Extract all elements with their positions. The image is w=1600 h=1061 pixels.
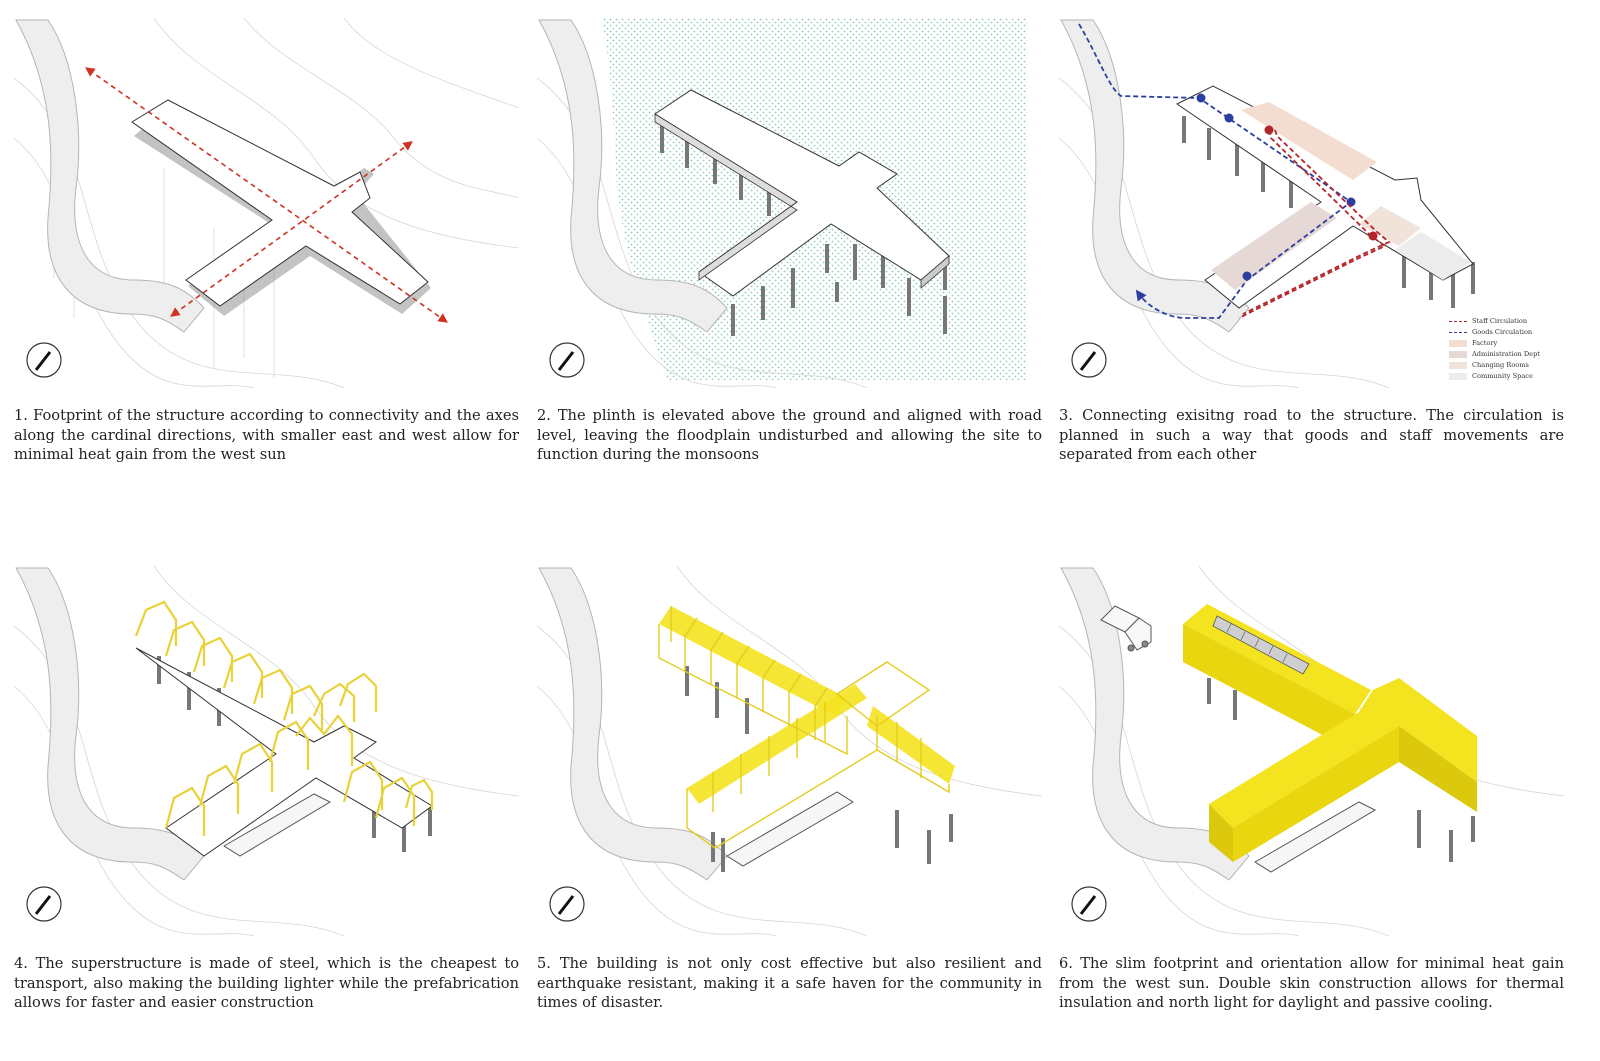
legend-changing-rooms: Changing Rooms xyxy=(1449,360,1540,371)
resilient-structure-diagram xyxy=(537,566,1042,936)
north-arrow xyxy=(549,886,585,922)
cardinal-axes xyxy=(85,67,448,323)
panel-5-figure xyxy=(537,566,1042,936)
contour-lines xyxy=(14,566,519,936)
building-plan xyxy=(1176,85,1474,309)
legend-community-space: Community Space xyxy=(1449,371,1540,382)
steel-superstructure-diagram xyxy=(14,566,519,936)
changing-rooms-zone xyxy=(1359,206,1421,246)
north-arrow xyxy=(26,342,62,378)
staff-circulation xyxy=(1238,129,1391,319)
ramp xyxy=(223,793,332,857)
footprint-diagram xyxy=(14,18,519,388)
skylight-mullions xyxy=(1226,623,1288,663)
north-arrow xyxy=(1071,886,1107,922)
legend-factory: Factory xyxy=(1449,338,1540,349)
road xyxy=(15,19,205,333)
panel-6-figure xyxy=(1059,566,1564,936)
north-arrow xyxy=(26,886,62,922)
road xyxy=(538,19,728,333)
panel-3-figure: Staff Circulation Goods Circulation Fact… xyxy=(1059,18,1564,388)
panel-4-figure xyxy=(14,566,519,936)
panel-1-figure xyxy=(14,18,519,388)
panel-2-figure xyxy=(537,18,1042,388)
admin-zone xyxy=(1211,202,1337,290)
panel-2-caption: 2. The plinth is elevated above the grou… xyxy=(537,407,1042,463)
road xyxy=(1060,19,1250,333)
staff-nodes xyxy=(1264,125,1378,241)
elevated-plinth-diagram xyxy=(537,18,1027,388)
panel-1-caption: 1. Footprint of the structure according … xyxy=(14,407,519,463)
double-skin-diagram xyxy=(1059,566,1564,936)
panel-6-caption: 6. The slim footprint and orientation al… xyxy=(1059,955,1564,1011)
building-volume xyxy=(1183,604,1477,862)
truck-icon xyxy=(1100,605,1152,652)
circulation-diagram xyxy=(1059,19,1475,388)
panel-5-caption: 5. The building is not only cost effecti… xyxy=(537,955,1042,1011)
panel-4-caption: 4. The superstructure is made of steel, … xyxy=(14,955,519,1011)
circulation-legend: Staff Circulation Goods Circulation Fact… xyxy=(1449,316,1540,382)
north-arrow xyxy=(1071,342,1107,378)
legend-administration: Administration Dept xyxy=(1449,349,1540,360)
factory-zone xyxy=(1241,102,1377,180)
community-zone xyxy=(1395,232,1471,280)
road xyxy=(1060,567,1250,881)
contour-lines xyxy=(537,566,1042,936)
road xyxy=(538,567,728,881)
floor-slab xyxy=(135,647,433,857)
steel-frame-roof xyxy=(658,606,955,849)
goods-circulation xyxy=(1078,23,1353,319)
north-arrow xyxy=(549,342,585,378)
legend-goods-circulation: Goods Circulation xyxy=(1449,327,1540,338)
panel-3-caption: 3. Connecting exisitng road to the struc… xyxy=(1059,407,1564,463)
goods-nodes xyxy=(1196,93,1356,281)
columns xyxy=(1182,116,1475,308)
ramp xyxy=(1254,801,1377,873)
legend-staff-circulation: Staff Circulation xyxy=(1449,316,1540,327)
ramp xyxy=(726,791,854,867)
steel-portal-frames xyxy=(134,600,434,836)
columns xyxy=(1207,678,1475,862)
north-light-skylight xyxy=(1212,615,1310,675)
plinth xyxy=(654,89,950,297)
building-footprint xyxy=(131,99,431,316)
